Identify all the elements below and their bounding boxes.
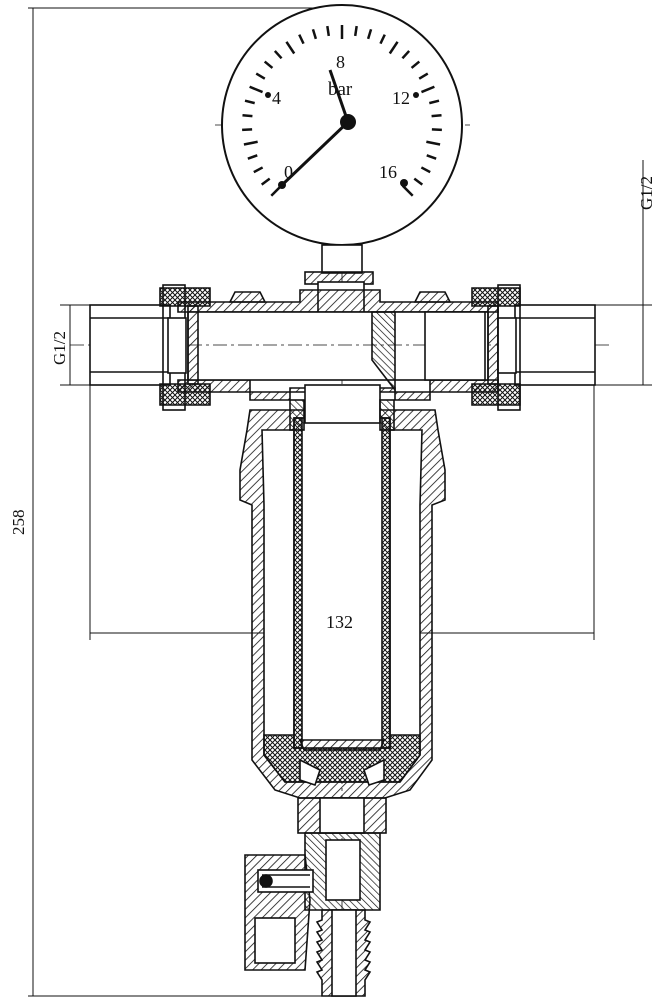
drain-valve <box>244 797 387 997</box>
gauge-label-4: 4 <box>272 88 281 108</box>
gauge-tick <box>253 166 264 174</box>
gauge-label-0: 0 <box>284 162 293 182</box>
gauge-tick <box>260 177 271 186</box>
gauge-label-8: 8 <box>336 52 345 72</box>
gauge-tick <box>247 154 258 160</box>
gauge-tick <box>298 34 305 45</box>
gauge-tick <box>326 25 331 37</box>
gauge-needle <box>265 69 419 189</box>
gauge-tick <box>401 184 414 197</box>
gauge-tick <box>249 85 264 94</box>
gauge-tick <box>413 177 424 186</box>
gauge-tick <box>420 166 431 174</box>
gauge-tick <box>263 60 274 69</box>
gauge-unit-label: bar <box>328 79 353 100</box>
gauge-tick <box>311 28 318 40</box>
gauge-tick <box>242 113 253 118</box>
gauge-label-16: 16 <box>379 162 397 182</box>
gauge-tick <box>420 85 435 94</box>
pressure-gauge: bar 0 4 8 12 16 <box>221 4 463 246</box>
gauge-tick <box>243 140 258 146</box>
gauge-tick <box>410 60 421 69</box>
gauge-label-12: 12 <box>392 88 410 108</box>
gauge-tick <box>273 50 283 60</box>
gauge-ticks <box>242 25 442 197</box>
gauge-tick <box>388 41 399 55</box>
dimension-overall-height: 258 <box>9 510 28 536</box>
gauge-tick <box>418 72 429 80</box>
gauge-tick <box>379 34 386 45</box>
gauge-tick <box>255 72 266 80</box>
gauge-tick <box>353 25 358 37</box>
gauge-tick <box>428 99 440 105</box>
dimension-outlet-thread: G1/2 <box>637 176 656 210</box>
gauge-tick <box>244 99 256 105</box>
right-union <box>413 284 596 411</box>
filter-bowl <box>239 384 446 799</box>
gauge-tick <box>426 140 441 146</box>
dimension-inlet-thread: G1/2 <box>50 331 69 365</box>
gauge-tick <box>426 154 437 160</box>
gauge-tick <box>285 41 296 55</box>
gauge-tick <box>366 28 373 40</box>
left-union <box>89 284 267 411</box>
gauge-tick <box>401 50 411 60</box>
gauge-tick <box>431 113 442 118</box>
dimension-body-width: 132 <box>326 612 353 632</box>
